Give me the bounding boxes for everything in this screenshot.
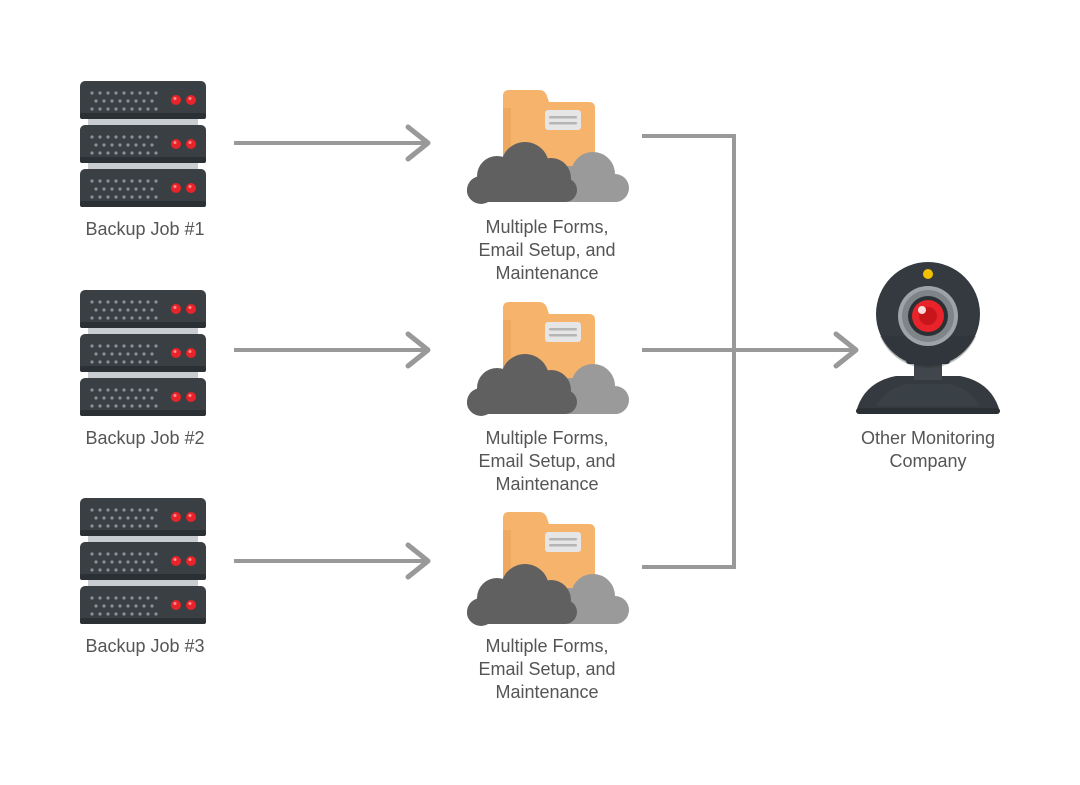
process-2-label: Multiple Forms, Email Setup, and Mainten… [478, 428, 616, 494]
webcam-icon [856, 262, 1000, 414]
folder-cloud-icon [467, 90, 629, 204]
backup-job-2-label: Backup Job #2 [85, 428, 205, 448]
folder-cloud-icon [467, 302, 629, 416]
server-icon [80, 81, 206, 207]
process-1-label: Multiple Forms, Email Setup, and Mainten… [478, 217, 616, 283]
backup-job-3-label: Backup Job #3 [85, 636, 205, 656]
monitoring-company-label: Other Monitoring Company [860, 428, 996, 471]
backup-job-1-label: Backup Job #1 [85, 219, 205, 239]
server-icon [80, 498, 206, 624]
folder-cloud-icon [467, 512, 629, 626]
process-3-label: Multiple Forms, Email Setup, and Mainten… [478, 636, 616, 702]
server-icon [80, 290, 206, 416]
